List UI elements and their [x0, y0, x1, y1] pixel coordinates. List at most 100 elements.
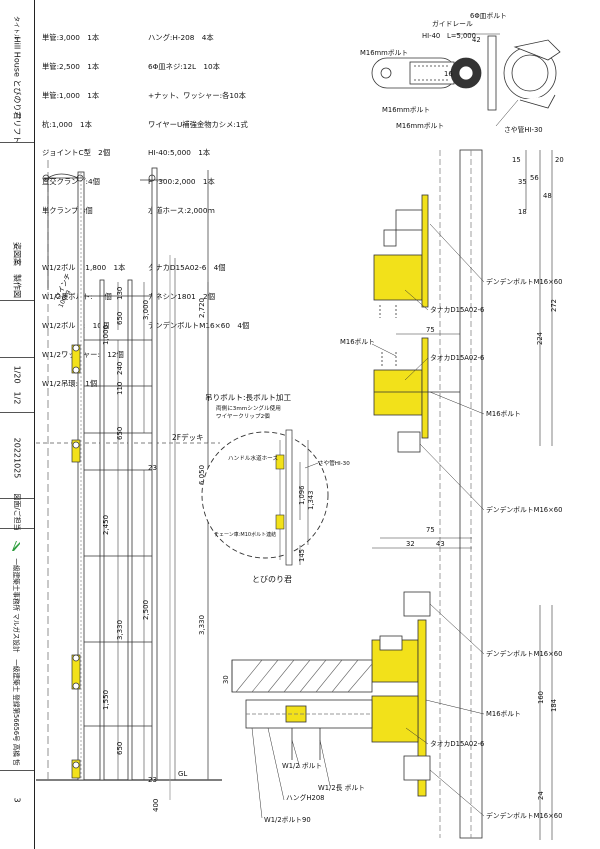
- dim-130: 130: [116, 287, 124, 300]
- dim-3330: 3,330: [198, 615, 206, 635]
- dim-30: 30: [222, 675, 230, 684]
- note-line: W1/2ワッシャー: 12個: [42, 349, 124, 359]
- w12-bolt-label: W1/2 ボルト: [282, 762, 322, 770]
- dim-75-b: 75: [426, 526, 435, 534]
- dim-2450: 2,450: [102, 515, 110, 535]
- clamp-ear: [519, 94, 556, 109]
- detail-roller: [275, 514, 285, 530]
- beam-section: [231, 659, 373, 693]
- dim-1550: 1,550: [102, 690, 110, 710]
- title-block: タイトル Hill House とびのり君リフト 姿図案 製作図 1/20 1/…: [0, 0, 35, 849]
- note-line: 杭:1,000 1本: [42, 119, 92, 129]
- note-line: ジョイントC型 2個: [42, 148, 111, 158]
- title-block-divider: [0, 357, 34, 358]
- post-pipe: [151, 167, 158, 781]
- plate-vertical: [421, 337, 429, 439]
- dim-400: 400: [152, 799, 160, 812]
- tanaka-label-3: タオカD15A02-6: [430, 739, 484, 748]
- detail-labels: 吊りボルト:長ボルト加工 両側に3mmシングル使用 ワイヤークリップ2個 ハンド…: [205, 392, 350, 584]
- dim-3330: 3,330: [116, 620, 124, 640]
- dim-3000: 3,000: [142, 300, 150, 320]
- roller-hub: [458, 65, 474, 81]
- m16-label-1: M16ボルト: [340, 338, 375, 346]
- assembly-1: [373, 194, 429, 318]
- wire-note-1: 両側に3mmシングル使用: [216, 404, 281, 412]
- winch-rope: [44, 173, 82, 179]
- denden-bolt-head: [395, 209, 423, 231]
- dim-56: 56: [530, 174, 539, 182]
- rail-pulley: [76, 174, 84, 182]
- dim-18: 18: [518, 208, 527, 216]
- m16-bolt-label-a: M16mmボルト: [360, 49, 408, 57]
- dim-110: 110: [116, 382, 124, 395]
- dim-650: 650: [116, 742, 124, 755]
- elevation-labels: ウインチ 100kg 1,000 650 240 130 110 650 2,4…: [54, 272, 206, 812]
- dim-24: 24: [537, 791, 545, 800]
- hang-label: ハングH208: [286, 793, 324, 802]
- denden-label-1: デンデンボルトM16×60: [486, 277, 562, 286]
- title-block-divider: [0, 770, 34, 771]
- m16-bolt-label-c: M16mmボルト: [396, 122, 444, 130]
- note-line: HI-300:2,000 1本: [148, 177, 215, 187]
- wire-note-2: ワイヤークリップ2個: [216, 412, 270, 420]
- dim-184: 184: [550, 699, 558, 712]
- dim-2720: 2,720: [198, 298, 206, 318]
- note-line: ハング:H-208 4本: [148, 33, 214, 43]
- tanaka-bracket-lower: [371, 695, 419, 743]
- detail-roller: [275, 454, 285, 470]
- note-line: W1/2ボルト:1,800 1本: [42, 263, 126, 273]
- material-notes-left: 単管:3,000 1本 単管:2,500 1本 単管:1,000 1本 杭:1,…: [42, 14, 125, 407]
- clamp-ear: [513, 39, 561, 61]
- side-assembly-labels: デンデンボルトM16×60 タナカD15A02-6 M16ボルト タオカD15A…: [222, 156, 564, 824]
- note-line: 6Φ皿ネジ:12L 10本: [148, 61, 220, 71]
- dim-15: 15: [512, 156, 521, 164]
- denden-label-3: デンデンボルトM16×60: [486, 649, 562, 658]
- note-line: 直交クランプ:4個: [42, 177, 100, 187]
- tanaka-label-2: タオカD15A02-6: [430, 353, 484, 362]
- note-line: +ナット、ワッシャー:各10本: [148, 90, 246, 100]
- clamp-plan-labels: ガイドレール 6Φ皿ボルト HI-40 L=5,000 M16mmボルト M16…: [360, 12, 543, 134]
- company-logo-icon: [12, 541, 20, 551]
- note-line: W1/2吊環: 1個: [42, 378, 98, 388]
- tanaka-bracket: [373, 254, 423, 301]
- m16-bolt-label-b: M16mmボルト: [382, 106, 430, 114]
- detail-rail: [285, 429, 293, 566]
- note-line: タナカD15A02-6 4個: [148, 263, 226, 273]
- detail-caption: とびのり君: [252, 575, 292, 584]
- w12-90-label: W1/2ボルト90: [264, 816, 311, 824]
- assembly-3: [371, 591, 431, 797]
- dim-23: 23: [148, 776, 157, 784]
- m16-label-3: M16ボルト: [486, 710, 521, 718]
- dim-650: 650: [116, 312, 124, 325]
- note-line: デンデンボルトM16×60 4個: [148, 321, 250, 330]
- tanaka-label-1: タナカD15A02-6: [430, 305, 484, 314]
- floor-2f-label: 2Fデッキ: [172, 432, 204, 442]
- material-notes-right: ハング:H-208 4本 6Φ皿ネジ:12L 10本 +ナット、ワッシャー:各1…: [148, 14, 249, 350]
- elevation-dimensions: [117, 170, 209, 780]
- title-block-divider: [0, 300, 34, 301]
- dim-48: 48: [543, 192, 552, 200]
- denden-bolt-head: [403, 755, 431, 781]
- note-line: 単管:3,000 1本: [42, 33, 100, 43]
- note-line: 単クランプ:8個: [42, 205, 93, 215]
- dim-23: 23: [148, 464, 157, 472]
- denden-bolt-head: [397, 431, 421, 453]
- pipe-left: [99, 279, 105, 781]
- dim-2500: 2,500: [142, 600, 150, 620]
- elevation-view: [36, 160, 222, 800]
- guide-rail-spec: HI-40 L=5,000: [422, 32, 476, 40]
- m16-label-2: M16ボルト: [486, 410, 521, 418]
- dim-650: 650: [116, 427, 124, 440]
- title-block-divider: [0, 528, 34, 529]
- detail-header: 吊りボルト:長ボルト加工: [205, 392, 291, 402]
- assembly-2: [373, 337, 460, 453]
- bracket-hole: [380, 67, 392, 79]
- bolt-nut: [383, 229, 397, 247]
- denden-bolt-head: [403, 591, 431, 617]
- guide-rail-section: [487, 35, 497, 111]
- denden-label-4: デンデンボルトM16×60: [486, 811, 562, 820]
- dim-1343: 1,343: [307, 491, 315, 510]
- winch-pulley: [42, 174, 50, 182]
